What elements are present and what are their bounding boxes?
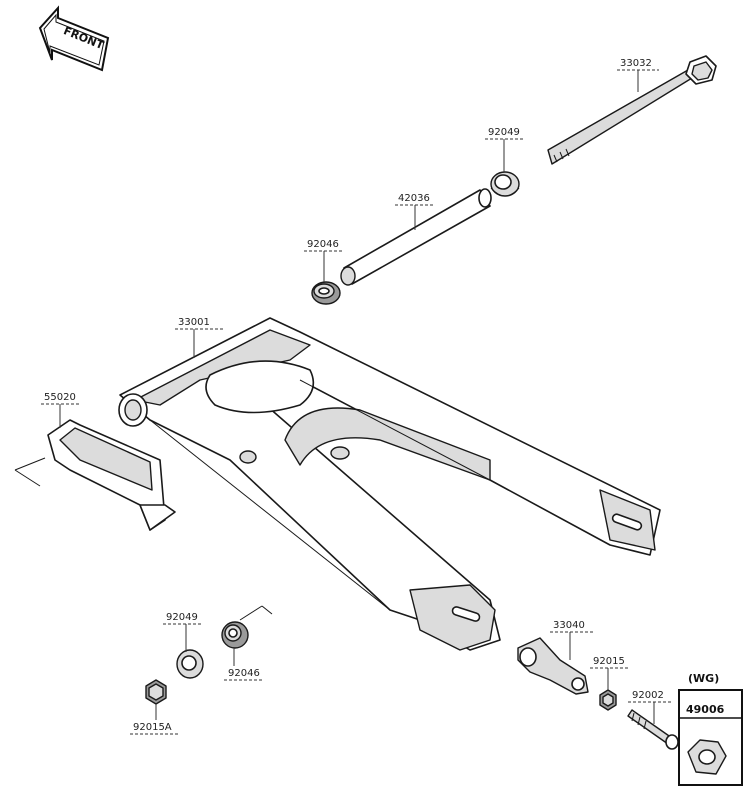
svg-text:92002: 92002 [632,690,664,701]
label-92049-bottom: 92049 [163,612,203,652]
svg-text:92015: 92015 [593,656,625,667]
svg-text:33040: 33040 [553,620,585,631]
label-92049-top: 92049 [485,127,525,172]
label-42036: 42036 [395,193,435,230]
nut-49006-box [678,689,743,786]
label-92015A: 92015A [130,704,180,735]
collar-92049-top [490,171,520,197]
svg-text:(WG): (WG) [688,672,719,685]
label-92046-top: 92046 [304,239,344,282]
collar-92049-bottom [176,649,204,679]
chain-guard-55020 [14,419,176,531]
svg-text:92046: 92046 [307,239,339,250]
label-33032: 33032 [617,58,659,92]
svg-text:92046: 92046 [228,668,260,679]
axle-33032 [547,55,717,165]
bolt-92002 [627,709,679,750]
front-direction-arrow: FRONT [38,5,110,72]
label-33001: 33001 [175,317,224,358]
svg-text:92049: 92049 [166,612,198,623]
label-wg: (WG) [688,672,719,685]
svg-text:42036: 42036 [398,193,430,204]
label-92046-bottom: 92046 [224,648,264,681]
swingarm-33001 [118,317,661,651]
svg-text:92015A: 92015A [133,722,172,733]
svg-text:33032: 33032 [620,58,652,69]
nut-92015 [599,689,617,711]
svg-text:33001: 33001 [178,317,210,328]
label-33040: 33040 [550,620,595,660]
nut-92015A [145,679,167,705]
label-92002: 92002 [628,690,672,724]
svg-text:49006: 49006 [686,703,725,716]
bearing-92046-top [311,281,341,305]
sleeve-42036 [340,188,492,286]
label-55020: 55020 [41,392,81,428]
bearing-92046-bottom [221,605,273,649]
svg-text:55020: 55020 [44,392,76,403]
label-92015: 92015 [590,656,630,690]
svg-text:92049: 92049 [488,127,520,138]
link-33040 [517,637,589,695]
label-49006: 49006 [686,703,725,716]
